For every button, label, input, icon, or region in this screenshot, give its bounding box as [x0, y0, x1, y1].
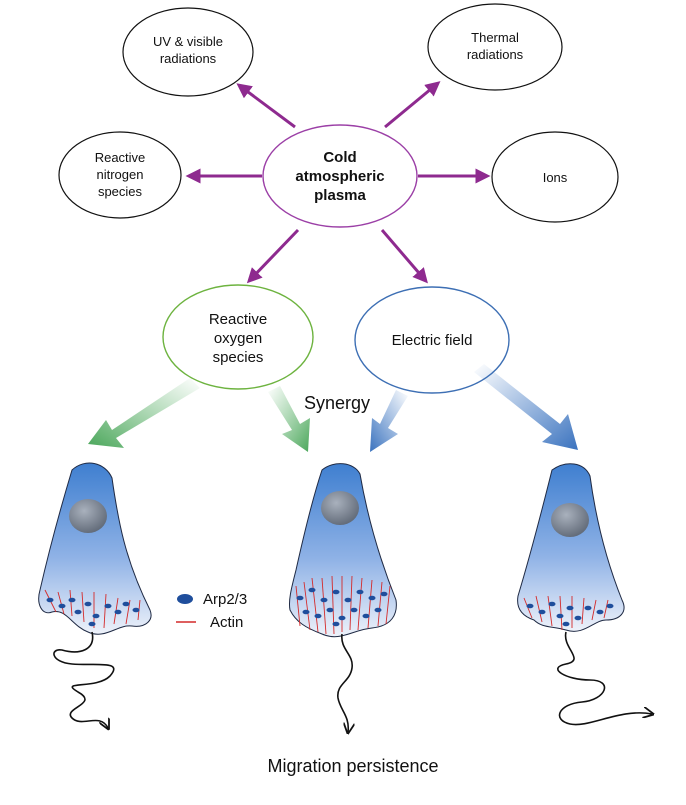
cell-right	[517, 463, 652, 726]
legend: Arp2/3 Actin	[176, 591, 247, 631]
node-ions: Ions	[491, 131, 619, 223]
ros-line-1: Reactive	[209, 311, 267, 328]
node-reactive-oxygen-species: Reactive oxygen species	[162, 284, 314, 390]
blue-ellipse-icon	[177, 594, 193, 604]
cell-middle	[289, 463, 397, 732]
green-arrow-left	[88, 378, 200, 448]
ros-line-2: oxygen	[214, 330, 262, 347]
legend-item-arp: Arp2/3	[177, 591, 247, 608]
ef-label: Electric field	[392, 332, 473, 349]
legend-actin-label: Actin	[210, 614, 243, 631]
legend-item-actin: Actin	[176, 614, 243, 631]
nucleus-left	[69, 499, 107, 533]
nucleus-right	[551, 503, 589, 537]
node-rns-line-3: species	[98, 184, 143, 199]
center-line-2: atmospheric	[295, 168, 384, 185]
arp-middle	[296, 587, 388, 627]
trajectory-left	[53, 631, 115, 728]
blue-arrow-right	[474, 364, 578, 450]
node-uv-line-1: UV & visible	[153, 34, 223, 49]
synergy-label: Synergy	[304, 393, 370, 413]
actin-middle	[295, 575, 391, 635]
nucleus-middle	[321, 491, 359, 525]
arp-right	[526, 601, 614, 627]
arrow-to-uv	[236, 83, 296, 129]
footer-label: Migration persistence	[267, 756, 438, 776]
plasma-arrows	[185, 81, 491, 284]
node-rns-line-1: Reactive	[95, 150, 146, 165]
center-line-1: Cold	[323, 149, 356, 166]
cell-left	[38, 462, 152, 728]
trajectory-middle	[337, 633, 352, 732]
trajectory-right	[557, 631, 652, 726]
legend-arp-label: Arp2/3	[203, 591, 247, 608]
node-thermal-line-1: Thermal	[471, 30, 519, 45]
arrow-to-ef	[380, 229, 428, 284]
center-line-3: plasma	[314, 187, 366, 204]
blue-arrow-left	[370, 390, 408, 452]
arp-left	[46, 597, 140, 627]
node-rns-line-2: nitrogen	[97, 167, 144, 182]
node-thermal-line-2: radiations	[467, 47, 524, 62]
node-uv-line-2: radiations	[160, 51, 217, 66]
arrow-to-thermal	[384, 81, 441, 129]
ros-line-3: species	[213, 349, 264, 366]
node-thermal-radiations: Thermal radiations	[427, 3, 563, 91]
node-uv-radiations: UV & visible radiations	[122, 7, 254, 97]
green-arrow-right	[268, 386, 310, 452]
arrow-to-ros	[246, 228, 300, 284]
node-cold-atmospheric-plasma: Cold atmospheric plasma	[262, 124, 418, 228]
node-ions-label: Ions	[543, 170, 568, 185]
node-electric-field: Electric field	[354, 286, 510, 394]
actin-right	[523, 595, 609, 631]
node-reactive-nitrogen-species: Reactive nitrogen species	[58, 131, 182, 219]
